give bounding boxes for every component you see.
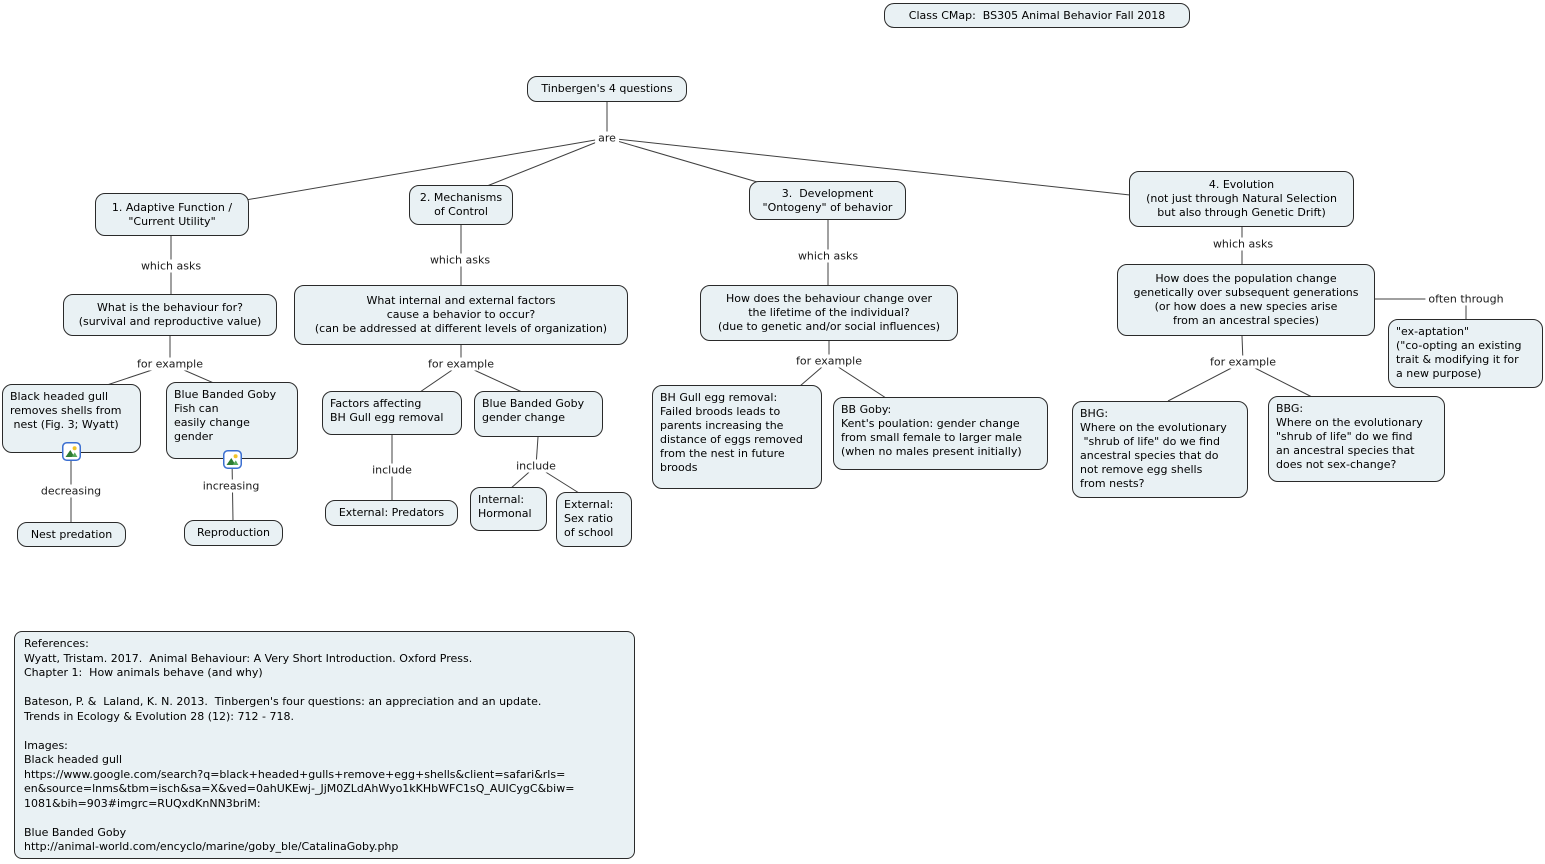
concept-node-internal-hormonal[interactable]: Internal: Hormonal (470, 487, 547, 531)
image-icon[interactable] (62, 442, 81, 461)
branch-node-adaptive-function[interactable]: 1. Adaptive Function / "Current Utility" (95, 193, 249, 236)
concept-node-external-predators[interactable]: External: Predators (325, 500, 458, 526)
branch-node-evolution[interactable]: 4. Evolution (not just through Natural S… (1129, 171, 1354, 227)
question-node-population-change-genetically[interactable]: How does the population change genetical… (1117, 264, 1375, 336)
question-node-behaviour-change-lifetime[interactable]: How does the behaviour change over the l… (700, 285, 958, 341)
references-box[interactable]: References: Wyatt, Tristam. 2017. Animal… (14, 631, 635, 859)
link-label-which-asks-4[interactable]: which asks (1209, 237, 1277, 251)
link-label-include-2[interactable]: include (513, 459, 559, 473)
concept-node-reproduction[interactable]: Reproduction (184, 520, 283, 546)
concept-node-external-sex-ratio[interactable]: External: Sex ratio of school (556, 492, 632, 547)
link-label-increasing[interactable]: increasing (199, 479, 263, 493)
link-label-for-example-2[interactable]: for example (425, 357, 497, 371)
question-node-behaviour-for[interactable]: What is the behaviour for? (survival and… (63, 294, 277, 336)
concept-node-ex-aptation[interactable]: "ex-aptation" ("co-opting an existing tr… (1388, 319, 1543, 388)
link-label-often-through[interactable]: often through (1425, 292, 1507, 306)
image-icon-glyph (62, 442, 81, 461)
example-node-factors-bh-gull-egg-removal[interactable]: Factors affecting BH Gull egg removal (322, 391, 462, 435)
image-icon[interactable] (223, 450, 242, 469)
link-label-for-example-4[interactable]: for example (1207, 355, 1279, 369)
branch-node-mechanisms-of-control[interactable]: 2. Mechanisms of Control (409, 185, 513, 225)
link-label-which-asks-3[interactable]: which asks (794, 249, 862, 263)
example-node-bhg-shrub-of-life[interactable]: BHG: Where on the evolutionary "shrub of… (1072, 401, 1248, 498)
link-label-for-example-1[interactable]: for example (134, 357, 206, 371)
concept-node-nest-predation[interactable]: Nest predation (17, 522, 126, 547)
example-node-black-headed-gull[interactable]: Black headed gull removes shells from ne… (2, 384, 141, 453)
example-node-bbg-gender-change[interactable]: Blue Banded Goby gender change (474, 391, 603, 437)
link-label-which-asks-1[interactable]: which asks (137, 259, 205, 273)
example-node-bb-goby-kents-population[interactable]: BB Goby: Kent's poulation: gender change… (833, 397, 1048, 470)
example-node-bh-gull-egg-removal-broods[interactable]: BH Gull egg removal: Failed broods leads… (652, 385, 822, 489)
map-title[interactable]: Class CMap: BS305 Animal Behavior Fall 2… (884, 3, 1190, 28)
image-icon-glyph (223, 450, 242, 469)
branch-node-development-ontogeny[interactable]: 3. Development "Ontogeny" of behavior (749, 181, 906, 220)
link-label-include-1[interactable]: include (369, 463, 415, 477)
link-label-are[interactable]: are (595, 131, 619, 145)
root-node-tinbergens-4-questions[interactable]: Tinbergen's 4 questions (527, 76, 687, 102)
link-label-which-asks-2[interactable]: which asks (426, 253, 494, 267)
example-node-blue-banded-goby[interactable]: Blue Banded Goby Fish can easily change … (166, 382, 298, 459)
link-label-for-example-3[interactable]: for example (793, 354, 865, 368)
question-node-internal-external-factors[interactable]: What internal and external factors cause… (294, 285, 628, 345)
example-node-bbg-shrub-of-life[interactable]: BBG: Where on the evolutionary "shrub of… (1268, 396, 1445, 482)
link-label-decreasing[interactable]: decreasing (37, 484, 105, 498)
